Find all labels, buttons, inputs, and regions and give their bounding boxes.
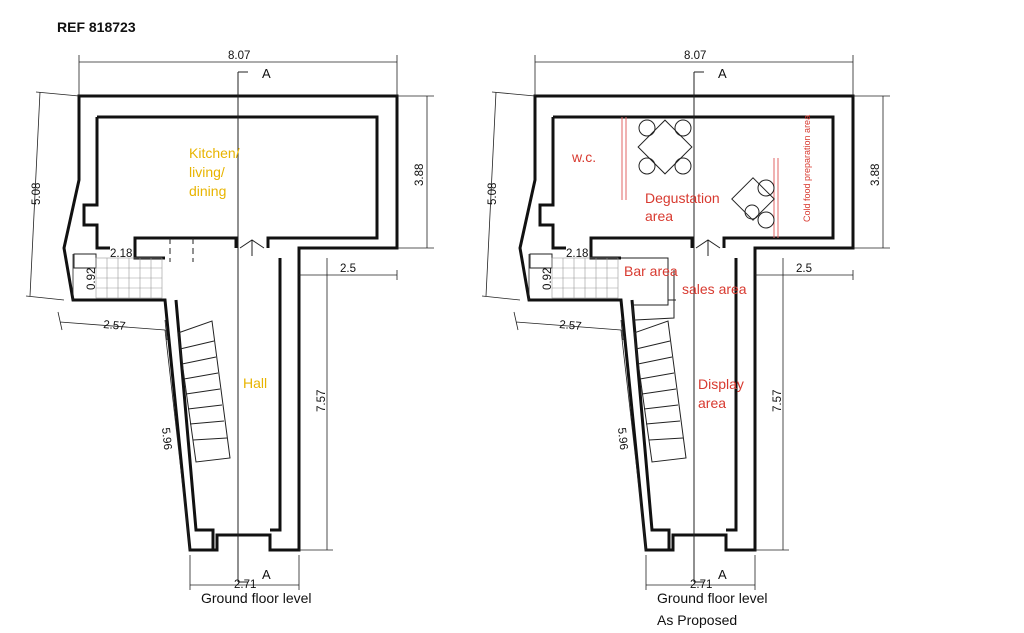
section-line (237, 71, 248, 583)
room-label-hall: Hall (243, 375, 267, 391)
hall-inner-wall (174, 258, 282, 550)
plan-caption-existing: Ground floor level (201, 590, 312, 606)
room-label-sales: sales area (682, 281, 747, 297)
room-label-display-1: Display (698, 376, 744, 392)
room-label-display-2: area (698, 395, 726, 411)
entry-arrow (695, 239, 721, 256)
room-label-bar: Bar area (624, 263, 678, 279)
dim-right-height: 3.88 (414, 164, 426, 186)
dim-lower-left: 2.57 (559, 319, 582, 333)
bar-counter (621, 257, 676, 321)
dim-hall-length: 7.57 (316, 390, 328, 412)
tiled-floor (95, 257, 163, 299)
dim-top-width: 8.07 (684, 50, 706, 62)
dim-hall-length: 7.57 (772, 390, 784, 412)
reference-number: REF 818723 (57, 19, 136, 35)
dim-left-height: 5.08 (487, 183, 499, 205)
staircase (177, 320, 231, 463)
dim-wall-width: 2.18 (566, 248, 588, 260)
outer-wall (62, 94, 399, 552)
degustation-inner-wall (553, 115, 835, 260)
section-mark-top: A (262, 66, 271, 81)
room-label-wc: w.c. (571, 149, 596, 165)
section-mark-bottom: A (718, 567, 727, 582)
dimension-lines (25, 55, 434, 590)
entry-arrow (239, 239, 265, 256)
plan-caption-proposed-2: As Proposed (657, 612, 737, 628)
dim-stair-length: 5.96 (615, 427, 629, 451)
dim-top-width: 8.07 (228, 50, 250, 62)
plan-proposed (481, 55, 890, 590)
kitchen-inner-wall (97, 115, 379, 260)
dining-table-2 (731, 177, 775, 229)
room-label-cold-food: Cold food preparation area (802, 115, 812, 222)
room-label-kitchen-1: Kitchen/ (189, 145, 240, 161)
degustation-inner-left (538, 117, 566, 250)
room-label-kitchen-2: living/ (189, 164, 225, 180)
room-label-degustation-1: Degustation (645, 190, 720, 206)
staircase (633, 320, 687, 463)
kitchen-inner-left (82, 117, 110, 250)
tiled-floor (551, 257, 619, 299)
dim-small-height: 0.92 (542, 268, 554, 290)
section-mark-bottom: A (262, 567, 271, 582)
outer-wall (518, 94, 855, 552)
dim-right-height: 3.88 (870, 164, 882, 186)
dim-stair-length: 5.96 (159, 427, 173, 451)
dim-bottom-width: 2.71 (690, 579, 712, 591)
dim-lower-left: 2.57 (103, 319, 126, 333)
section-line (693, 71, 704, 583)
plan-caption-proposed-1: Ground floor level (657, 590, 768, 606)
stair-landing (529, 253, 553, 269)
display-inner-wall (630, 258, 738, 550)
dim-step: 2.5 (796, 263, 812, 275)
stair-landing (73, 253, 97, 269)
dim-wall-width: 2.18 (110, 248, 132, 260)
cold-food-partition (773, 158, 779, 238)
dimension-lines (481, 55, 890, 590)
dim-left-height: 5.08 (31, 183, 43, 205)
dim-small-height: 0.92 (86, 268, 98, 290)
dim-bottom-width: 2.71 (234, 579, 256, 591)
door-swing (169, 238, 194, 262)
wc-partition (621, 117, 627, 200)
dim-step: 2.5 (340, 263, 356, 275)
section-mark-top: A (718, 66, 727, 81)
room-label-kitchen-3: dining (189, 183, 226, 199)
room-label-degustation-2: area (645, 208, 673, 224)
plan-existing (25, 55, 434, 590)
dining-table-1 (637, 119, 693, 175)
